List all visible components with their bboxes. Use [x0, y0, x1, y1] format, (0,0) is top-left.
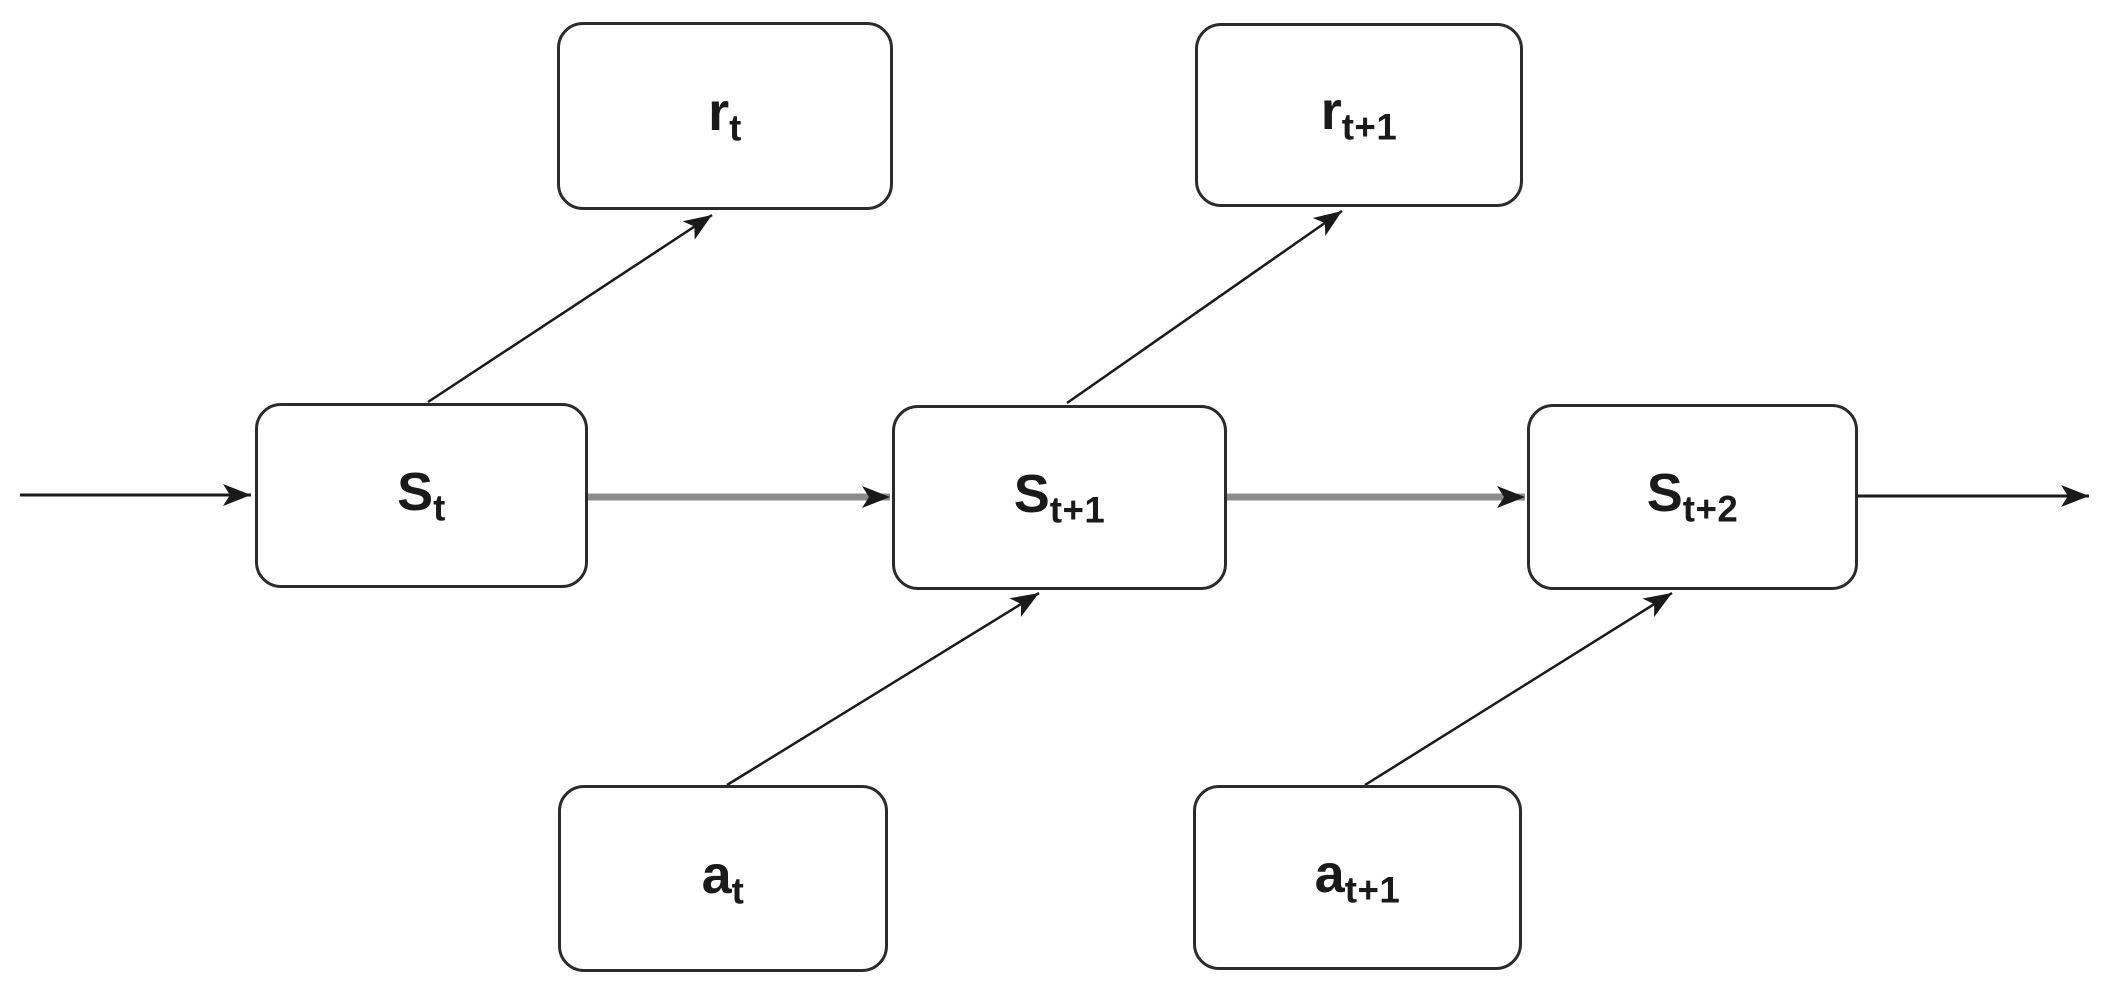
edge-state-t-to-reward-t: [427, 213, 713, 404]
node-action-t1: at+1: [1193, 785, 1522, 970]
node-state-t1: St+1: [892, 405, 1227, 590]
node-action-t1-label: at+1: [1314, 843, 1401, 910]
node-reward-t1-label: rt+1: [1320, 81, 1398, 148]
node-state-t2: St+2: [1527, 404, 1858, 590]
node-reward-t: rt: [557, 22, 893, 210]
node-state-t-label: St: [397, 461, 446, 528]
node-state-t2-label: St+2: [1646, 463, 1739, 530]
edge-state-t1-to-reward-t1: [1066, 209, 1343, 405]
node-action-t: at: [558, 785, 888, 972]
edge-action-t1-to-state-t2: [1364, 591, 1673, 787]
node-state-t: St: [255, 403, 588, 588]
node-reward-t-label: rt: [708, 82, 742, 149]
node-reward-t1: rt+1: [1195, 23, 1523, 207]
edge-action-t-to-state-t1: [726, 591, 1040, 787]
node-action-t-label: at: [701, 844, 745, 911]
node-state-t1-label: St+1: [1013, 463, 1106, 530]
